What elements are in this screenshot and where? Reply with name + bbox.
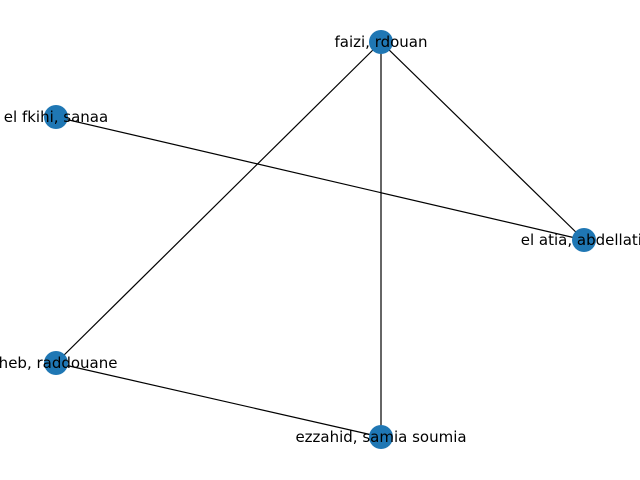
node-label-raddouane: iheb, raddouane [0,354,117,372]
node-label-elatia: el atia, abdellatif [521,231,640,249]
node-raddouane [44,351,68,375]
edge-layer [55,41,585,438]
label-layer: faizi, rdouan el fkihi, sanaa el atia, abd… [0,33,640,446]
node-faizi [369,30,393,54]
node-elfkihi [44,105,68,129]
edge-faizi-elatia [380,41,585,241]
node-ezzahid [369,425,393,449]
node-elatia [572,228,596,252]
edge-elfkihi-elatia [55,116,585,241]
node-label-faizi: faizi, rdouan [334,33,427,51]
edge-raddouane-ezzahid [55,362,382,438]
edge-faizi-raddouane [55,41,382,364]
node-label-elfkihi: el fkihi, sanaa [4,108,108,126]
node-label-ezzahid: ezzahid, samia soumia [295,428,466,446]
node-layer [44,30,596,449]
